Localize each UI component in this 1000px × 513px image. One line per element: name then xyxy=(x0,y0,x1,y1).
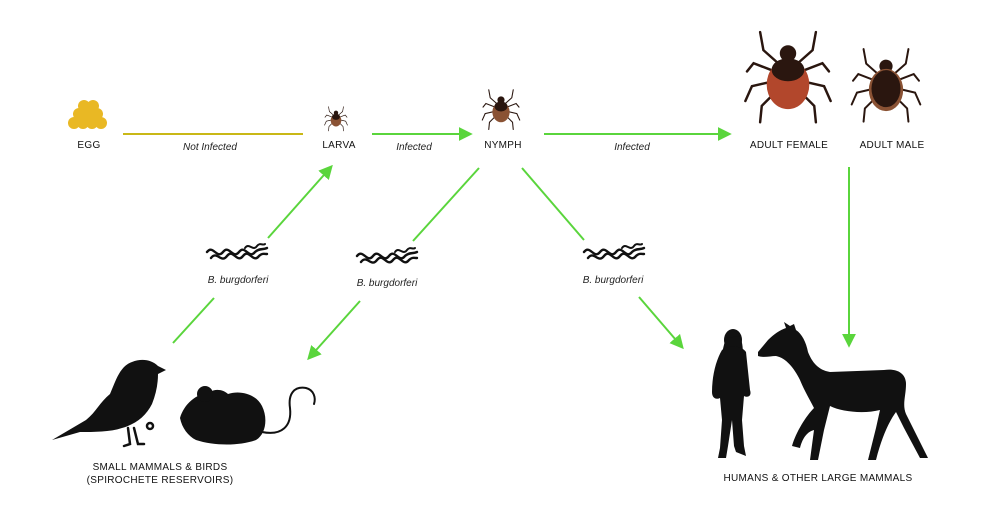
nymph-label: NYMPH xyxy=(484,140,522,151)
bacteria-label-left: B. burgdorferi xyxy=(208,275,269,286)
adult-male-label: ADULT MALE xyxy=(860,140,925,151)
larva-to-nymph-infected-label: Infected xyxy=(396,142,432,153)
bird-icon xyxy=(52,359,166,448)
nymph-to-adult-infected-label: Infected xyxy=(614,142,650,153)
adult-female-tick-icon xyxy=(744,30,832,124)
bacteria-mid-to-small-hosts-arrow xyxy=(307,300,361,361)
small-hosts-label-line1: SMALL MAMMALS & BIRDS xyxy=(93,462,228,473)
egg-label: EGG xyxy=(77,140,100,151)
nymph-to-bacteria-mid-line xyxy=(412,167,480,242)
bacteria-to-larva-arrow xyxy=(267,164,333,239)
mouse-icon xyxy=(180,386,316,445)
bacteria-label-middle: B. burgdorferi xyxy=(357,278,418,289)
bacteria-right-to-large-hosts-arrow xyxy=(638,296,684,350)
large-hosts-label: HUMANS & OTHER LARGE MAMMALS xyxy=(724,473,913,484)
larva-tick-icon xyxy=(324,106,348,132)
not-infected-label: Not Infected xyxy=(183,142,237,153)
small-hosts-label-line2: (SPIROCHETE RESERVOIRS) xyxy=(87,475,234,486)
nymph-tick-icon xyxy=(481,89,521,130)
adult-male-tick-icon xyxy=(850,48,922,123)
egg-cluster-icon xyxy=(68,100,107,129)
deer-icon xyxy=(758,322,928,460)
spirochete-icon-left xyxy=(205,242,269,260)
spirochete-icon-right xyxy=(582,242,646,260)
bacteria-label-right: B. burgdorferi xyxy=(583,275,644,286)
larva-label: LARVA xyxy=(322,140,355,151)
small-hosts-to-bacteria-line xyxy=(172,297,215,344)
human-icon xyxy=(712,329,751,458)
nymph-to-bacteria-right-line xyxy=(521,167,585,241)
adult-female-label: ADULT FEMALE xyxy=(750,140,828,151)
spirochete-icon-middle xyxy=(355,246,419,264)
